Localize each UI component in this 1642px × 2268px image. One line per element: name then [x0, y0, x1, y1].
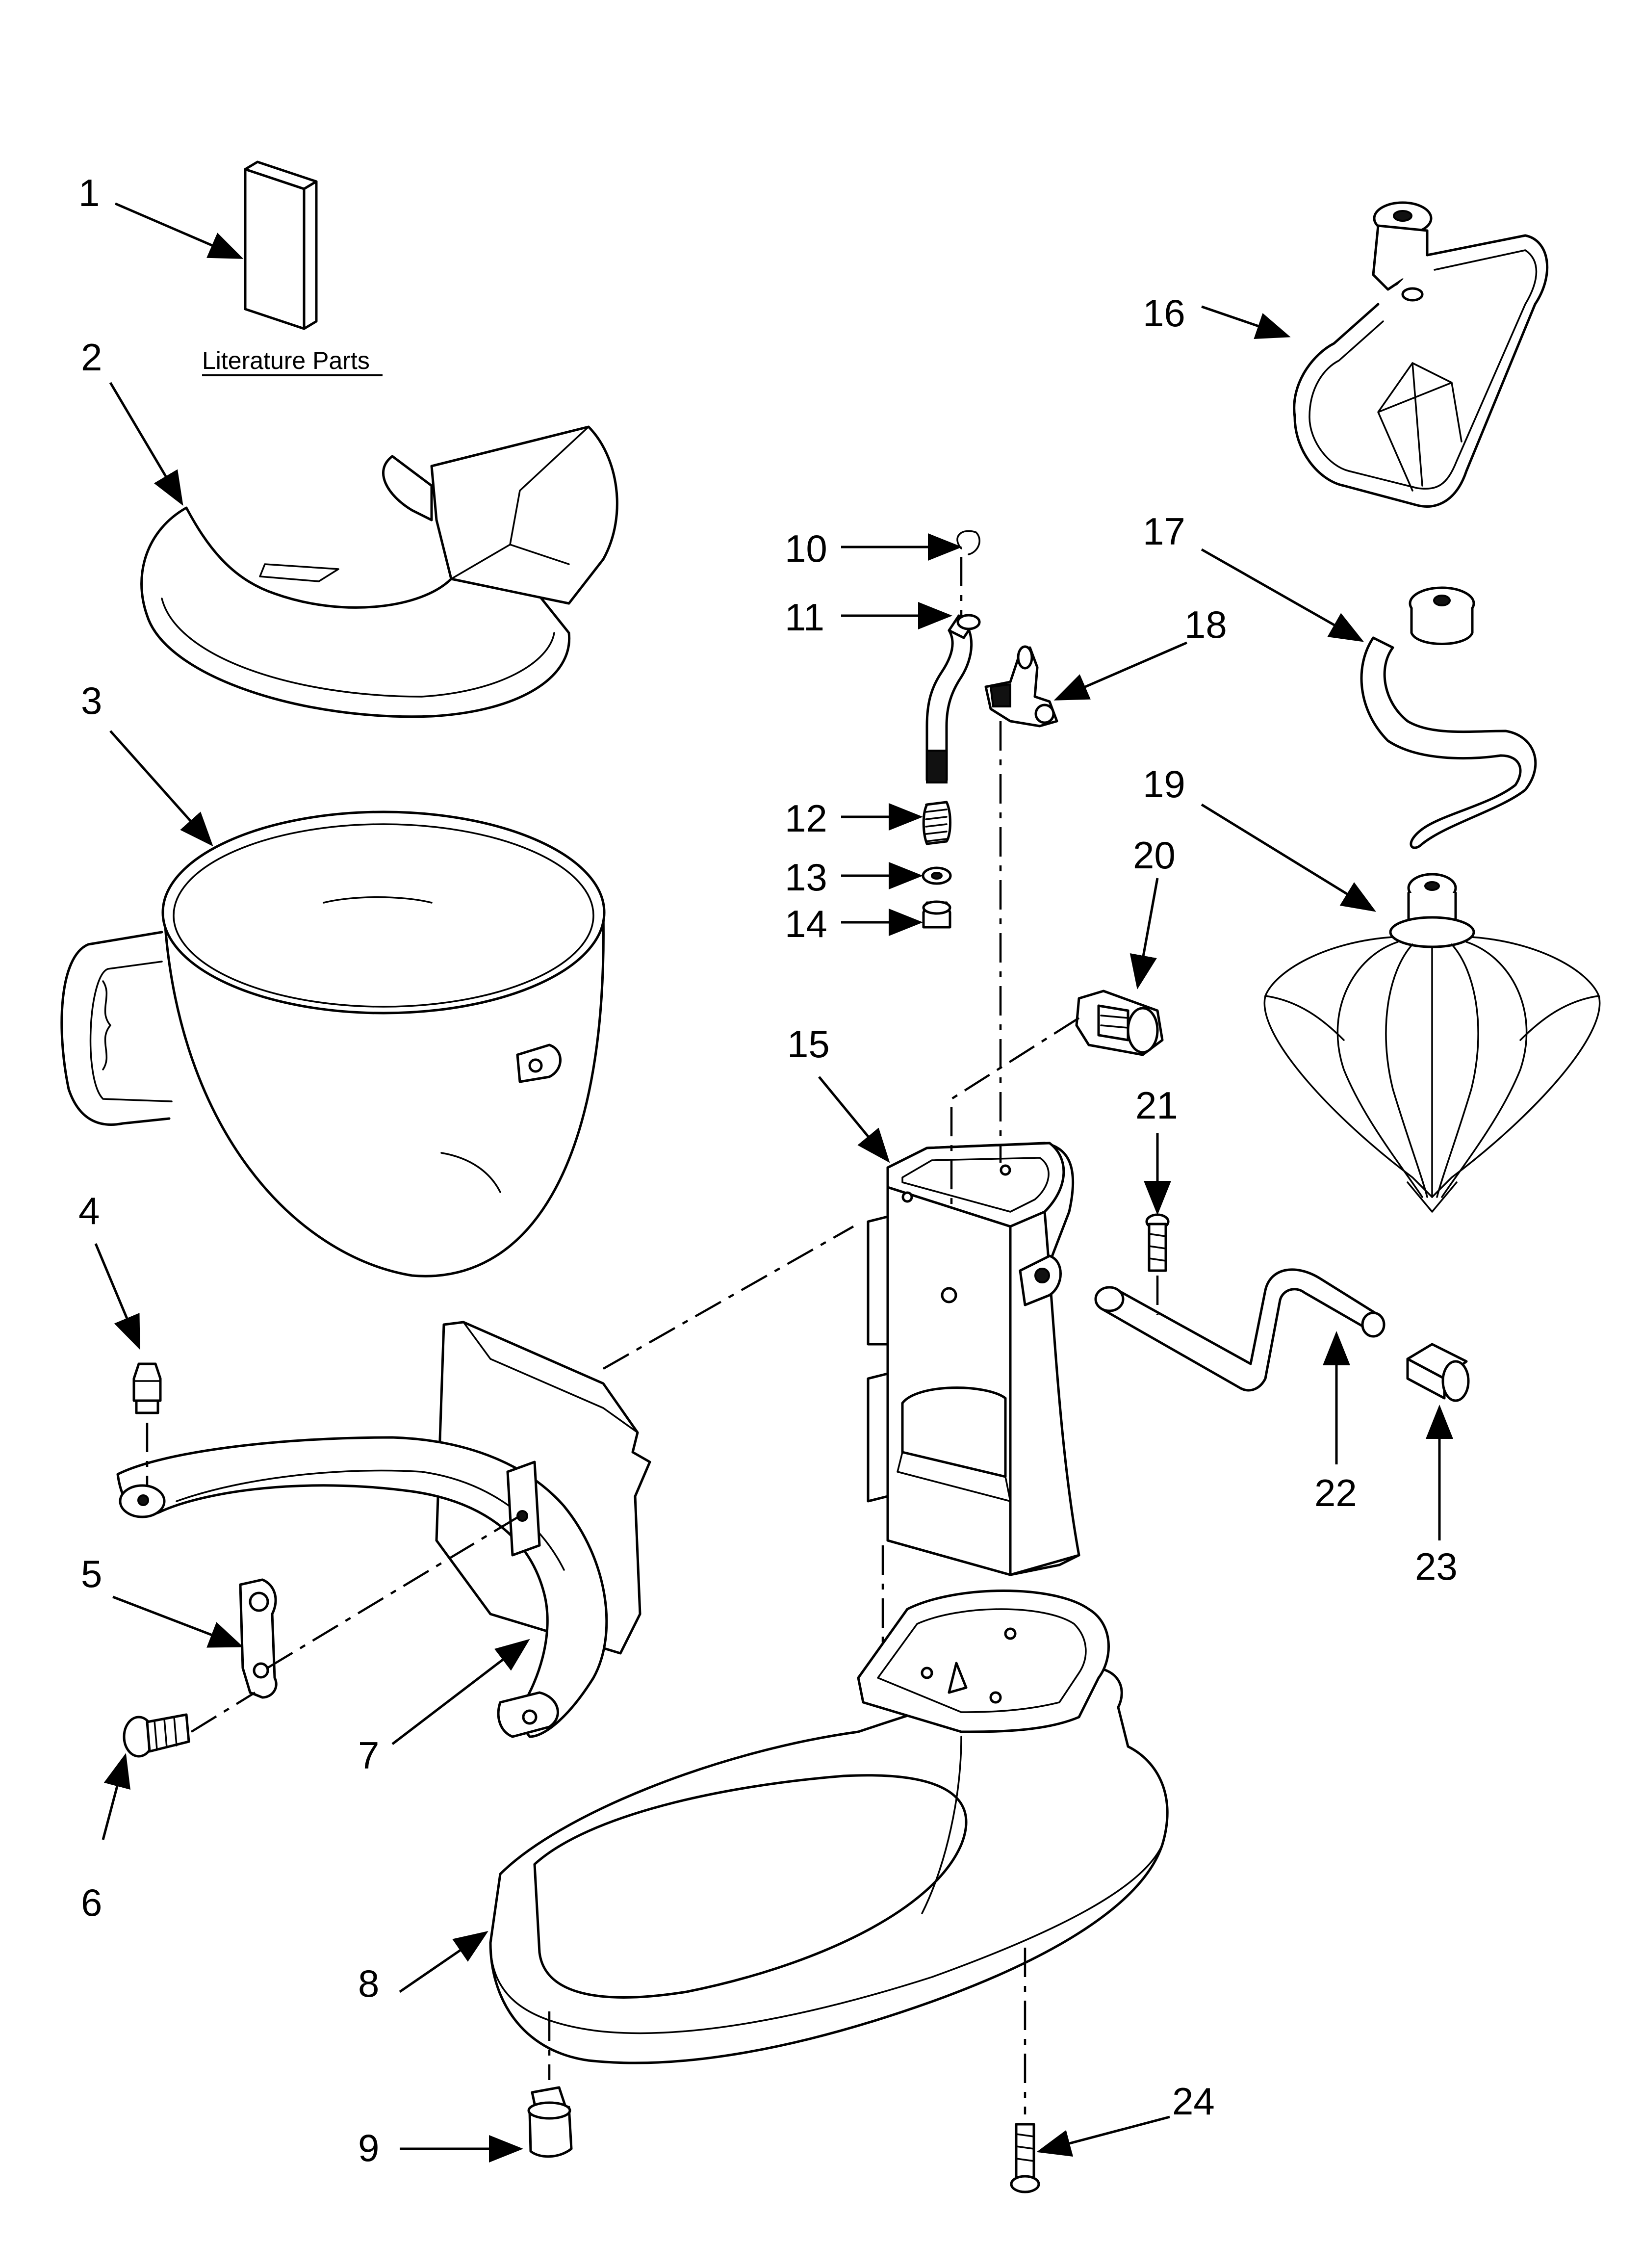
screw-6 — [123, 1713, 190, 1758]
callout-19: 19 — [1143, 762, 1185, 806]
callout-7: 7 — [358, 1734, 379, 1777]
pouring-shield — [140, 425, 618, 718]
callout-2: 2 — [81, 336, 102, 379]
callout-1: 1 — [78, 171, 100, 214]
flat-beater — [1293, 201, 1549, 508]
assembly-lines — [146, 557, 1159, 2114]
crank-handle — [1094, 1268, 1385, 1392]
leader-arrows — [94, 202, 1453, 2163]
callout-6: 6 — [81, 1881, 102, 1924]
mixing-bowl — [60, 810, 606, 1277]
washer — [922, 866, 952, 885]
literature-part — [244, 160, 318, 330]
callout-9: 9 — [358, 2126, 379, 2169]
rubber-foot — [527, 2086, 573, 2158]
callout-4: 4 — [78, 1189, 100, 1232]
callout-15: 15 — [787, 1022, 830, 1066]
callout-16: 16 — [1143, 291, 1185, 335]
callout-18: 18 — [1184, 603, 1227, 646]
screw-24 — [1010, 2123, 1040, 2193]
callout-11: 11 — [785, 596, 824, 639]
callout-14: 14 — [785, 902, 827, 945]
callout-24: 24 — [1172, 2080, 1215, 2123]
nut — [922, 900, 951, 929]
wire-whip — [1263, 873, 1601, 1213]
callout-8: 8 — [358, 1962, 379, 2005]
callout-23: 23 — [1415, 1545, 1458, 1588]
handle-grip — [1406, 1343, 1470, 1402]
column-housing — [867, 1142, 1080, 1576]
callout-12: 12 — [785, 797, 827, 840]
lock-lever — [984, 645, 1058, 728]
callout-13: 13 — [785, 856, 827, 899]
callout-20: 20 — [1133, 834, 1176, 877]
callout-17: 17 — [1143, 510, 1185, 553]
bowl-support — [116, 1321, 651, 1738]
literature-parts-caption: Literature Parts — [202, 347, 370, 374]
screw-21 — [1145, 1213, 1170, 1272]
locating-pin — [132, 1362, 162, 1414]
bracket — [239, 1578, 278, 1699]
callout-10: 10 — [785, 527, 827, 570]
callout-5: 5 — [81, 1552, 102, 1595]
lift-rod — [925, 614, 981, 783]
callout-3: 3 — [81, 679, 102, 722]
callout-21: 21 — [1135, 1084, 1178, 1127]
retaining-clip — [956, 530, 980, 555]
callout-22: 22 — [1314, 1471, 1357, 1514]
mixer-base — [489, 1590, 1169, 2064]
spring — [922, 801, 951, 845]
callout-labels: 1 2 3 4 5 6 7 8 9 10 11 12 13 14 15 16 1… — [78, 171, 1458, 2169]
adjustment-knob — [1075, 990, 1164, 1056]
dough-hook — [1360, 586, 1537, 849]
